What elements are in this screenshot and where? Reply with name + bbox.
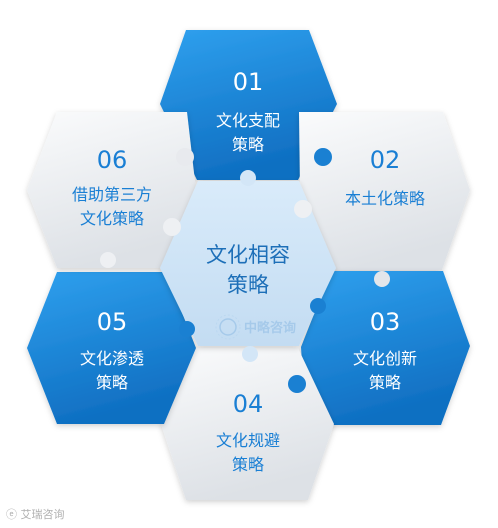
center-watermark-logo: 中略咨询 (215, 314, 296, 340)
segment-06-label-line1: 借助第三方 (72, 185, 152, 204)
segment-02-number: 02 (370, 146, 401, 174)
segment-01-number: 01 (233, 68, 264, 96)
center-logo-text: 中略咨询 (244, 320, 296, 336)
segment-05-label-line1: 文化渗透 (80, 349, 144, 368)
segment-03-label-line1: 文化创新 (353, 349, 417, 368)
segment-04-label-line2: 策略 (232, 455, 264, 474)
segment-04-label-line1: 文化规避 (216, 431, 280, 450)
segment-03-number: 03 (370, 308, 401, 336)
center-hexagon (160, 181, 336, 346)
segment-03-hexagon (301, 271, 470, 425)
segment-06-label-line2: 文化策略 (80, 209, 144, 228)
center-label-line2: 策略 (227, 273, 269, 297)
segment-05-hexagon (27, 272, 196, 424)
corner-watermark-text: 艾瑞咨询 (20, 508, 65, 521)
segment-02-hexagon (299, 112, 470, 270)
segment-01-label-line1: 文化支配 (216, 111, 280, 130)
segment-01-label-line2: 策略 (232, 135, 264, 154)
weibo-icon: ⓔ (6, 508, 17, 521)
segment-02-label-line1: 本土化策略 (345, 189, 425, 208)
center-label-line1: 文化相容 (206, 243, 290, 267)
segment-04-hexagon (161, 348, 334, 500)
segment-03-label-line2: 策略 (369, 373, 401, 392)
segment-04-number: 04 (233, 390, 264, 418)
segment-01-hexagon (160, 30, 337, 180)
corner-watermark: ⓔ 艾瑞咨询 (6, 506, 65, 522)
segment-05-number: 05 (97, 308, 128, 336)
segment-06-hexagon (27, 112, 196, 268)
sun-logo-icon (215, 314, 241, 340)
puzzle-connectors (100, 148, 390, 393)
segment-06-number: 06 (97, 146, 128, 174)
segment-05-label-line2: 策略 (96, 373, 128, 392)
